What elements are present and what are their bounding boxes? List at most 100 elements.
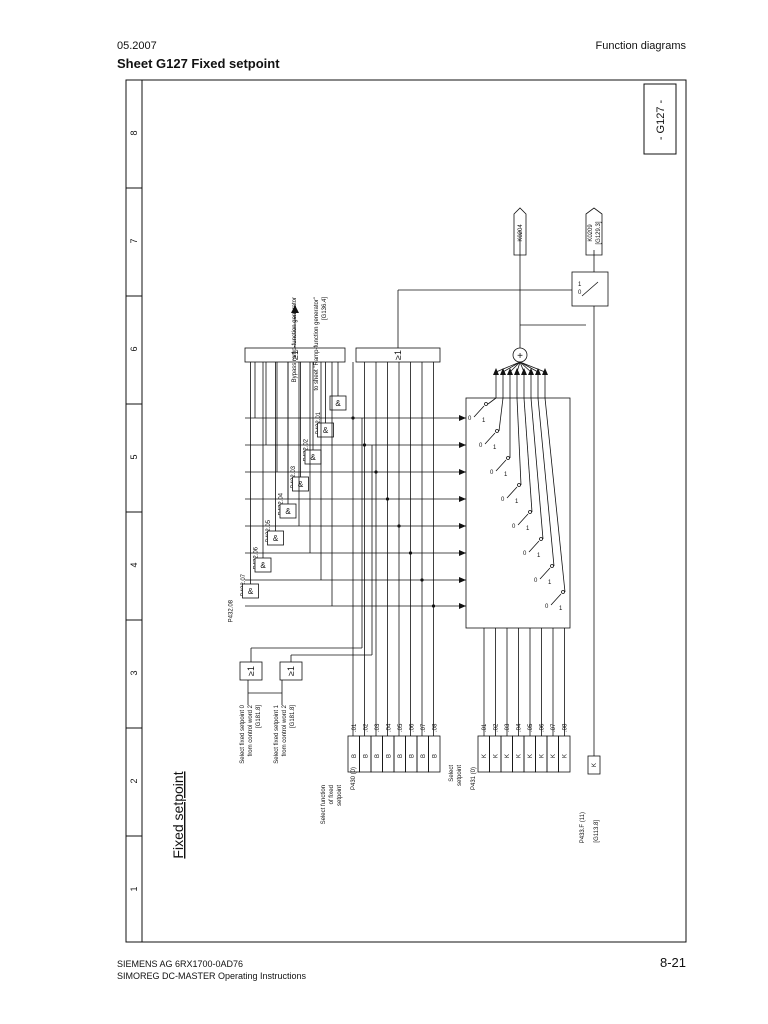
header-section: Function diagrams bbox=[595, 40, 687, 52]
k0209-label: K0209 bbox=[588, 224, 594, 242]
p430-cell bbox=[428, 735, 441, 773]
column-number: 6 bbox=[129, 346, 139, 351]
sum-input bbox=[519, 361, 532, 373]
sum-input-arrow bbox=[500, 368, 506, 375]
p431-index: .03 bbox=[505, 723, 511, 732]
junction-dot bbox=[351, 416, 355, 420]
ctrl-word-10-label: from control word 2 bbox=[248, 704, 254, 756]
p433-param: P433.F (11) bbox=[580, 812, 586, 843]
sum-input bbox=[519, 361, 539, 373]
p430-index: .04 bbox=[387, 723, 393, 732]
switch-block bbox=[465, 397, 571, 629]
and-gate-label: & bbox=[335, 399, 341, 408]
and-gate-label: & bbox=[260, 561, 266, 570]
p431-cell-label: K bbox=[482, 754, 488, 758]
or-gate-label: ≥1 bbox=[246, 666, 256, 676]
p431-index: .02 bbox=[494, 723, 500, 732]
sum-input bbox=[509, 361, 521, 373]
column-number: 3 bbox=[129, 670, 139, 675]
column-number: 4 bbox=[129, 562, 139, 567]
switch-zero: 0 bbox=[501, 497, 505, 503]
sum-input-arrow bbox=[535, 368, 541, 375]
page-number: 8-21 bbox=[659, 955, 686, 970]
setpoint-switch bbox=[528, 540, 540, 553]
p431-param: P431 (0) bbox=[471, 767, 477, 790]
or-gate-label: ≥1 bbox=[290, 350, 300, 360]
switch-zero: 0 bbox=[490, 470, 494, 476]
column-number: 2 bbox=[129, 778, 139, 783]
p431-index: .01 bbox=[482, 723, 488, 732]
column-number: 5 bbox=[129, 454, 139, 459]
junction-dot bbox=[362, 443, 367, 447]
k0209-connector bbox=[585, 207, 603, 256]
junction-dot bbox=[385, 497, 390, 501]
signal-arrow bbox=[459, 577, 466, 583]
column-number: 1 bbox=[129, 886, 139, 891]
sum-input-arrow bbox=[528, 368, 534, 375]
switch-contact bbox=[506, 456, 510, 460]
and-gate-label: & bbox=[285, 507, 291, 516]
signal-arrow bbox=[459, 469, 466, 475]
p430-index: .01 bbox=[352, 723, 358, 732]
switch-one: 1 bbox=[493, 445, 497, 451]
p430-cell-label: B bbox=[421, 754, 427, 758]
signal-arrow bbox=[459, 442, 466, 448]
and-gate-label: & bbox=[248, 587, 254, 596]
signal-arrow bbox=[459, 496, 466, 502]
p430-cell-label: B bbox=[433, 754, 439, 758]
switch-one: 1 bbox=[504, 472, 508, 478]
switch-contact bbox=[517, 483, 521, 487]
signal-arrow bbox=[459, 550, 466, 556]
or-gate-label: ≥1 bbox=[393, 350, 403, 360]
p430-cell-label: B bbox=[410, 754, 416, 758]
p431-cell-label: K bbox=[505, 754, 511, 758]
junction-dot bbox=[374, 470, 378, 474]
switch-one: 1 bbox=[537, 553, 541, 559]
bypass-label: Bypass ramp-function generator bbox=[292, 297, 298, 382]
switch-zero: 0 bbox=[479, 443, 483, 449]
output-switch-one: 1 bbox=[578, 282, 582, 288]
junction-dot bbox=[420, 578, 424, 582]
bypass-label: to sheet "Ramp-function generator" bbox=[314, 297, 320, 391]
summation-label: + bbox=[517, 351, 523, 362]
switch-one: 1 bbox=[515, 499, 519, 505]
p431-cell-label: K bbox=[551, 754, 557, 758]
junction-dot bbox=[397, 524, 401, 528]
p431-index: .08 bbox=[563, 723, 569, 732]
setpoint-switch bbox=[473, 405, 485, 418]
sum-input bbox=[519, 361, 546, 373]
p431-title: setpoint bbox=[457, 765, 463, 786]
junction-dot bbox=[431, 604, 436, 608]
sum-input-arrow bbox=[542, 368, 548, 375]
p430-cell-label: B bbox=[352, 754, 358, 758]
switch-zero: 0 bbox=[523, 551, 527, 557]
and-gate-label: & bbox=[323, 426, 329, 435]
column-number: 8 bbox=[129, 130, 139, 135]
switch-one: 1 bbox=[482, 418, 486, 424]
p431-cell-label: K bbox=[528, 754, 534, 758]
diagram-frame bbox=[125, 79, 687, 943]
sheet-label-box bbox=[643, 83, 677, 155]
column-number: 7 bbox=[129, 238, 139, 243]
setpoint-switch bbox=[517, 513, 529, 526]
or-gate-label: ≥1 bbox=[286, 666, 296, 676]
p430-title: of fixed bbox=[329, 785, 335, 804]
sum-input bbox=[495, 361, 521, 373]
bypass-ref: [G136.4] bbox=[322, 297, 328, 320]
and-gate-label: & bbox=[273, 534, 279, 543]
and-gate-label: & bbox=[298, 480, 304, 489]
junction-dot bbox=[408, 551, 413, 555]
sum-input-arrow bbox=[507, 368, 513, 375]
p433-ref: [G113.8] bbox=[594, 820, 600, 843]
p431-cell-label: K bbox=[517, 754, 523, 758]
sum-input-arrow bbox=[514, 368, 520, 375]
signal-arrow bbox=[459, 523, 466, 529]
sheet-label: - G127 - bbox=[655, 99, 667, 140]
sum-input bbox=[502, 361, 521, 373]
p430-title: setpoint bbox=[337, 785, 343, 806]
p431-title: Select bbox=[449, 765, 455, 782]
p431-index: .04 bbox=[517, 723, 523, 732]
signal-arrow bbox=[459, 415, 466, 421]
p431-cell-label: K bbox=[540, 754, 546, 758]
k0204-label: K0204 bbox=[518, 224, 524, 242]
